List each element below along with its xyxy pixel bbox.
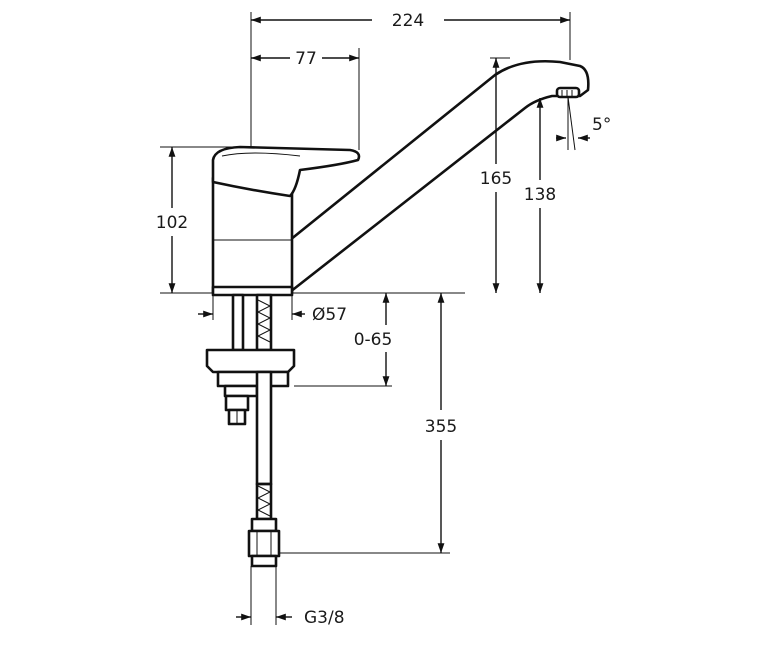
dim-outlet-height: 138 [524, 185, 556, 205]
faucet-outline [205, 59, 590, 568]
dim-hose-length: 355 [425, 417, 457, 437]
dim-thread: G3/8 [304, 608, 345, 628]
base-ring [211, 285, 294, 297]
dimension-lines [160, 12, 590, 625]
spout [288, 59, 590, 294]
fixing-nut [216, 370, 290, 388]
rod-nut [224, 394, 250, 412]
dim-body-height: 102 [156, 213, 188, 233]
hose-end-nut [250, 517, 278, 533]
dim-lever-width: 77 [295, 49, 317, 69]
aerator [555, 86, 581, 99]
hose-braid [256, 485, 272, 517]
mounting-rod [231, 293, 245, 352]
dimension-labels: 224 77 102 165 138 5° Ø57 0-65 355 G3/8 [156, 11, 612, 628]
dim-deck-thickness: 0-65 [354, 330, 393, 350]
dim-outlet-angle: 5° [592, 115, 611, 135]
dim-base-diameter: Ø57 [312, 305, 347, 325]
dim-overall-width: 224 [392, 11, 424, 31]
fixing-plate [205, 348, 296, 374]
dim-spout-height: 165 [480, 169, 512, 189]
hose-lower [255, 370, 273, 486]
